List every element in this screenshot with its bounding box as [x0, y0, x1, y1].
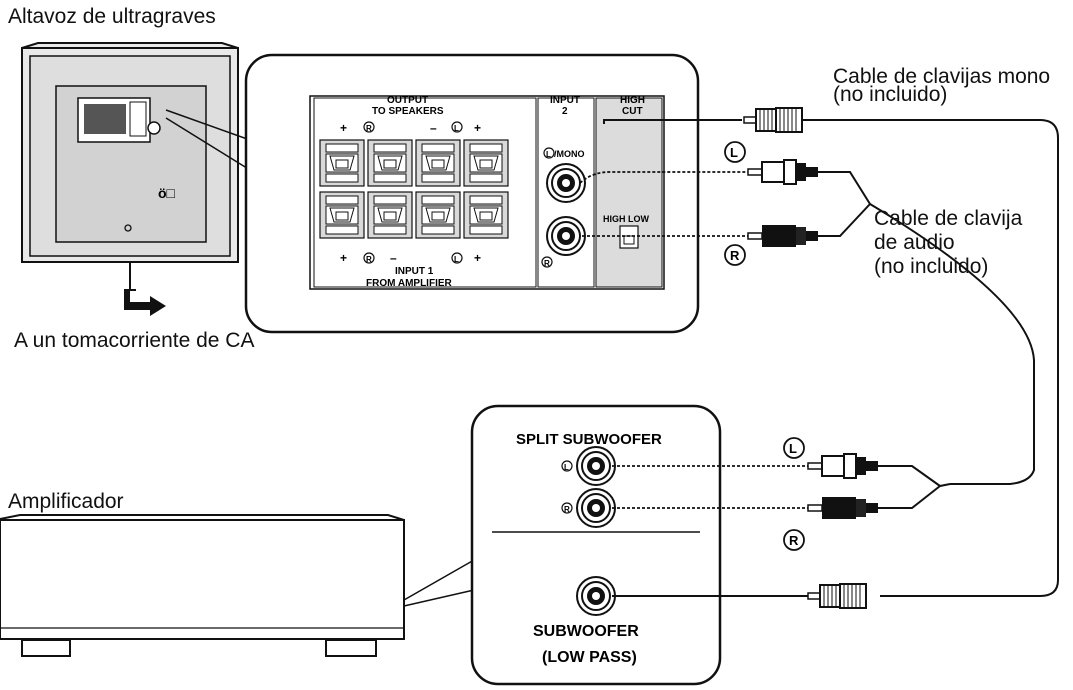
- minus-marker: –: [430, 121, 437, 135]
- subwoofer-label: Altavoz de ultragraves: [8, 5, 216, 28]
- plus-marker-4: +: [474, 251, 481, 265]
- panel-r-marker-input2: R: [544, 259, 550, 268]
- amp-panel-callout: [470, 404, 722, 686]
- plus-marker-3: +: [340, 251, 347, 265]
- amp-r-marker: R: [564, 505, 570, 514]
- l-plug-bottom: [807, 453, 879, 479]
- mono-plug-bottom: [807, 583, 867, 609]
- r-marker-top: R: [730, 248, 740, 263]
- r-plug-bottom: [807, 496, 879, 520]
- mono-plug-top: [743, 107, 803, 133]
- input2-title-1: INPUT: [550, 95, 580, 106]
- l-marker-bottom: L: [789, 441, 797, 456]
- panel-r-marker-top: R: [366, 124, 372, 133]
- l-plug-top: [747, 159, 819, 185]
- r-plug-top: [747, 224, 819, 248]
- mono-label: /MONO: [554, 149, 585, 159]
- l-marker-top: L: [730, 145, 738, 160]
- audio-cable-label-2: de audio: [874, 231, 955, 254]
- input2-title-2: 2: [562, 106, 568, 117]
- amp-l-marker: L: [564, 463, 569, 472]
- panel-l-marker-top: L: [454, 124, 459, 133]
- input1-title-1: INPUT 1: [395, 266, 434, 277]
- ac-outlet-label: A un tomacorriente de CA: [14, 329, 255, 352]
- highcut-title-1: HIGH: [620, 95, 645, 106]
- input1-title-2: FROM AMPLIFIER: [366, 278, 453, 289]
- r-marker-bottom: R: [789, 533, 799, 548]
- split-subwoofer-title: SPLIT SUBWOOFER: [516, 431, 662, 448]
- panel-l-marker-input2: L: [546, 150, 551, 159]
- subwoofer-title-1: SUBWOOFER: [533, 623, 639, 640]
- amplifier-unit: [0, 514, 475, 657]
- mono-cable-label-1: Cable de clavijas mono: [833, 65, 1051, 88]
- rear-panel-callout: [244, 53, 700, 334]
- plus-marker: +: [340, 121, 347, 135]
- audio-cable-label-1: Cable de clavija: [874, 207, 1023, 230]
- plus-marker-2: +: [474, 121, 481, 135]
- highlow-label: HIGH LOW: [603, 214, 649, 224]
- arrow-icon: [124, 290, 166, 316]
- power-switch-icon: ö□: [158, 185, 176, 201]
- subwoofer-unit: ö□: [21, 42, 251, 316]
- panel-r-marker-bottom: R: [366, 255, 372, 264]
- output-title-2: TO SPEAKERS: [372, 106, 444, 117]
- output-title-1: OUTPUT: [387, 95, 428, 106]
- subwoofer-title-2: (LOW PASS): [542, 649, 637, 666]
- panel-l-marker-bottom: L: [454, 255, 459, 264]
- mono-cable-label-2: (no incluido): [833, 83, 948, 106]
- highcut-title-2: CUT: [622, 106, 643, 117]
- audio-cable-label-3: (no incluido): [874, 255, 989, 278]
- amplifier-label: Amplificador: [8, 490, 124, 513]
- minus-marker-2: –: [390, 251, 397, 265]
